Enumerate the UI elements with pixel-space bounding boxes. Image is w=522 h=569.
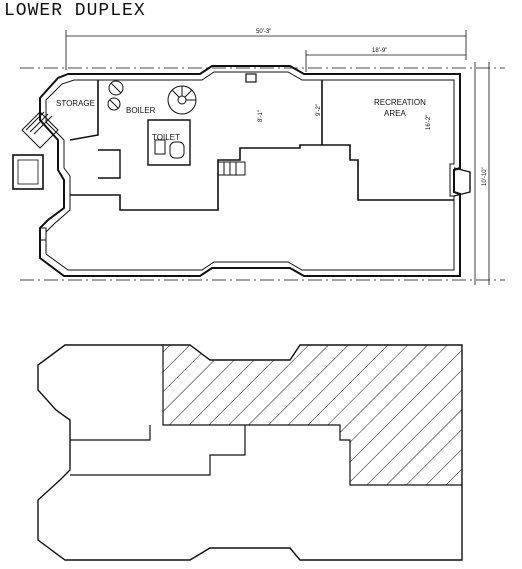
- entry-box: [12, 154, 44, 190]
- recreation-dimension-text: 18'-9": [372, 48, 387, 54]
- boiler-label: BOILER: [126, 106, 156, 115]
- recreation-depth-text: 16'-2": [426, 115, 432, 130]
- key-plan: [37, 344, 463, 561]
- height-dimension-2: 9'-2": [316, 104, 322, 116]
- toilet-room: [147, 119, 191, 166]
- overall-dimension-text: 50'-3": [256, 29, 271, 35]
- side-dimension-text: 10'-10": [482, 167, 488, 186]
- entry-stair: [21, 111, 59, 149]
- recreation-area-highlight: [163, 345, 462, 485]
- recreation-label-line2: AREA: [384, 109, 406, 118]
- height-dimension-1: 8'-1": [258, 110, 264, 122]
- recreation-label: RECREATION: [374, 98, 426, 107]
- detailed-floor-plan: [12, 30, 505, 285]
- plan-title: LOWER DUPLEX: [4, 1, 146, 21]
- toilet-label: TOILET: [152, 133, 180, 142]
- storage-label: STORAGE: [56, 99, 95, 108]
